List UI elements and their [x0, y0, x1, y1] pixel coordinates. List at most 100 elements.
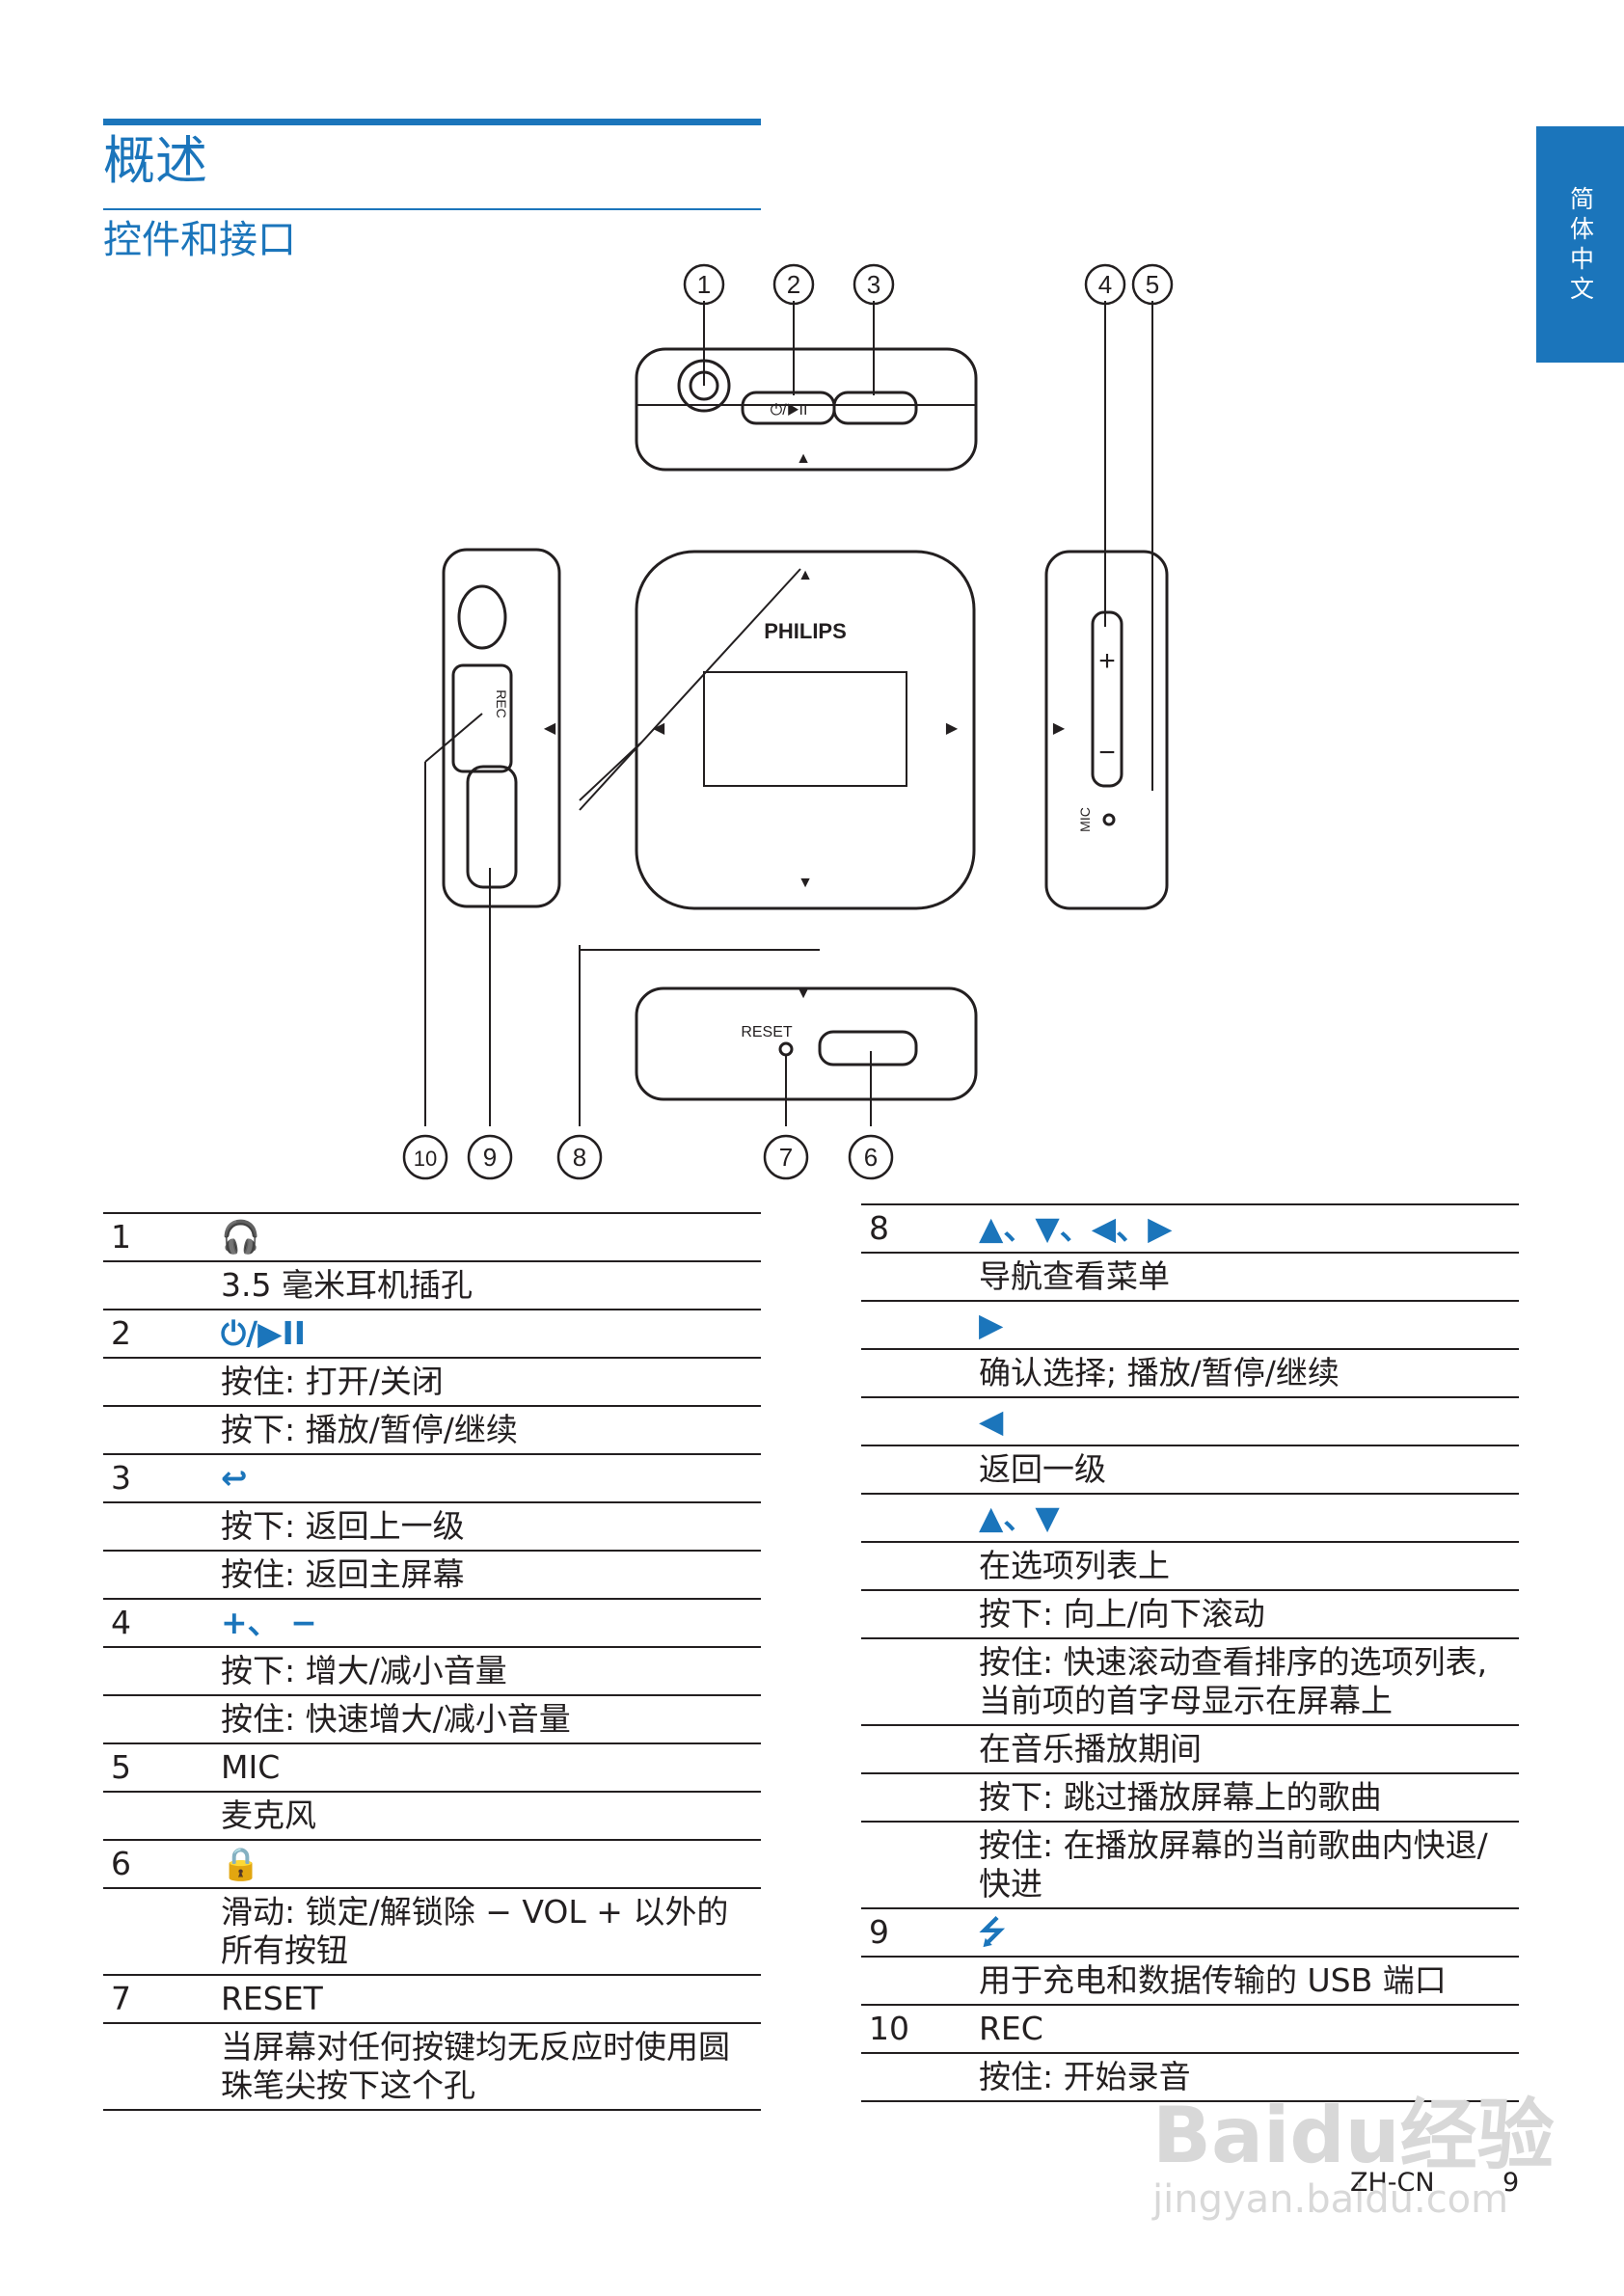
watermark-url: jingyan.baidu.com	[1152, 2177, 1509, 2222]
table-row: 8 ▲、▼、◀、▶	[861, 1203, 1519, 1252]
footer-language: ZH-CN	[1350, 2168, 1435, 2198]
row-number: 5	[111, 1748, 131, 1786]
row-description: 在选项列表上	[979, 1547, 1170, 1584]
table-row: ▶	[861, 1300, 1519, 1348]
control-symbol: 🔒	[221, 1845, 261, 1882]
row-description: 当屏幕对任何按键均无反应时使用圆珠笔尖按下这个孔	[221, 2028, 730, 2104]
table-row: 7 RESET	[103, 1974, 761, 2022]
table-row: 按下: 跳过播放屏幕上的歌曲	[861, 1772, 1519, 1821]
table-row: 滑动: 锁定/解锁除 − VOL + 以外的所有按钮	[103, 1887, 761, 1974]
device-left-view	[442, 548, 561, 908]
brand-label: PHILIPS	[764, 619, 847, 643]
row-description: 用于充电和数据传输的 USB 端口	[979, 1961, 1447, 1999]
row-description: 在音乐播放期间	[979, 1730, 1202, 1768]
section-title: 控件和接口	[103, 218, 296, 262]
table-row: 当屏幕对任何按键均无反应时使用圆珠笔尖按下这个孔	[103, 2022, 761, 2111]
play-label: ⏻/▶II	[771, 402, 808, 419]
table-row: 用于充电和数据传输的 USB 端口	[861, 1956, 1519, 2004]
svg-text:▲: ▲	[798, 567, 813, 583]
row-number: 8	[869, 1209, 889, 1247]
row-description: MIC	[221, 1748, 281, 1786]
device-bottom-view	[635, 986, 978, 1101]
table-row: 3.5 毫米耳机插孔	[103, 1260, 761, 1309]
row-description: 按住: 快速增大/减小音量	[221, 1700, 571, 1738]
svg-text:▶: ▶	[1053, 720, 1066, 737]
reset-label: RESET	[741, 1024, 793, 1040]
device-front-view	[635, 550, 976, 910]
table-row: 2 ⏻/▶II	[103, 1309, 761, 1357]
table-row: 按下: 返回上一级	[103, 1501, 761, 1550]
row-description: 按下: 向上/向下滚动	[979, 1595, 1265, 1633]
callout-4: 4	[1098, 270, 1112, 299]
row-description: 返回一级	[979, 1450, 1106, 1488]
rec-label: REC	[494, 689, 509, 718]
table-row: 按住: 返回主屏幕	[103, 1550, 761, 1598]
mic-label: MIC	[1077, 807, 1093, 832]
callout-1: 1	[697, 270, 711, 299]
row-description: 麦克风	[221, 1796, 316, 1834]
row-description: 按住: 快速滚动查看排序的选项列表, 当前项的首字母显示在屏幕上	[979, 1643, 1488, 1719]
row-description: 按住: 返回主屏幕	[221, 1555, 465, 1593]
page-number: 9	[1502, 2168, 1520, 2198]
svg-text:+: +	[1098, 645, 1116, 677]
table-row: 导航查看菜单	[861, 1252, 1519, 1300]
control-symbol: ▲、▼、◀、▶	[979, 1209, 1173, 1247]
language-side-tab: 简体中文	[1536, 126, 1624, 363]
row-description: 滑动: 锁定/解锁除 − VOL + 以外的所有按钮	[221, 1893, 729, 1969]
row-description: 按住: 在播放屏幕的当前歌曲内快退/快进	[979, 1826, 1488, 1903]
row-number: 6	[111, 1845, 131, 1882]
row-number: 4	[111, 1604, 131, 1641]
row-number: 7	[111, 1980, 131, 2017]
table-row: 在选项列表上	[861, 1541, 1519, 1589]
callout-6: 6	[864, 1143, 878, 1172]
table-row: 确认选择; 播放/暂停/继续	[861, 1348, 1519, 1396]
device-screen	[703, 671, 907, 787]
row-description: 按下: 播放/暂停/继续	[221, 1411, 518, 1448]
row-description: 按住: 开始录音	[979, 2058, 1191, 2095]
table-row: 按下: 播放/暂停/继续	[103, 1405, 761, 1453]
row-number: 2	[111, 1314, 131, 1352]
table-row: 按住: 快速增大/减小音量	[103, 1694, 761, 1742]
svg-text:▶: ▶	[946, 720, 959, 737]
page-title: 概述	[103, 130, 207, 191]
table-row: 1🎧	[103, 1212, 761, 1260]
row-number: 10	[869, 2010, 909, 2047]
row-description: 3.5 毫米耳机插孔	[221, 1266, 473, 1304]
table-row: ▲、▼	[861, 1493, 1519, 1541]
row-description: 导航查看菜单	[979, 1257, 1170, 1295]
mic-hole	[1102, 813, 1116, 826]
language-label: 简体中文	[1566, 186, 1595, 306]
callout-10: 10	[414, 1147, 437, 1171]
device-right-view	[1044, 550, 1169, 910]
row-description: 按下: 跳过播放屏幕上的歌曲	[979, 1778, 1382, 1816]
control-symbol: ▶	[979, 1306, 1004, 1343]
row-description: 按下: 增大/减小音量	[221, 1652, 507, 1689]
table-row: 5 MIC	[103, 1742, 761, 1791]
callout-3: 3	[867, 270, 880, 299]
svg-text:−: −	[1098, 737, 1116, 769]
control-symbol: ⏻/▶II	[221, 1314, 307, 1352]
svg-text:◀: ◀	[653, 720, 665, 737]
table-row: 麦克风	[103, 1791, 761, 1839]
control-symbol: 🎧	[221, 1218, 261, 1256]
control-symbol: ⭍	[979, 1913, 1006, 1951]
volume-rocker	[1091, 610, 1123, 788]
row-description: RESET	[221, 1980, 323, 2017]
table-row: 3↩	[103, 1453, 761, 1501]
row-number: 3	[111, 1459, 131, 1497]
table-row: 按住: 打开/关闭	[103, 1357, 761, 1405]
table-row: 按住: 在播放屏幕的当前歌曲内快退/快进	[861, 1821, 1519, 1907]
control-symbol: ▲、▼	[979, 1499, 1060, 1536]
table-row: 在音乐播放期间	[861, 1724, 1519, 1772]
subtitle-rule	[103, 208, 761, 210]
device-top-view	[635, 347, 978, 472]
control-symbol: ↩	[221, 1459, 248, 1497]
table-row: 按住: 快速滚动查看排序的选项列表, 当前项的首字母显示在屏幕上	[861, 1637, 1519, 1724]
lock-slider	[818, 1030, 918, 1067]
table-row: 9⭍	[861, 1907, 1519, 1956]
callout-8: 8	[573, 1143, 586, 1172]
row-description: 按下: 返回上一级	[221, 1507, 465, 1545]
control-symbol: ◀	[979, 1402, 1004, 1440]
table-row: 返回一级	[861, 1445, 1519, 1493]
